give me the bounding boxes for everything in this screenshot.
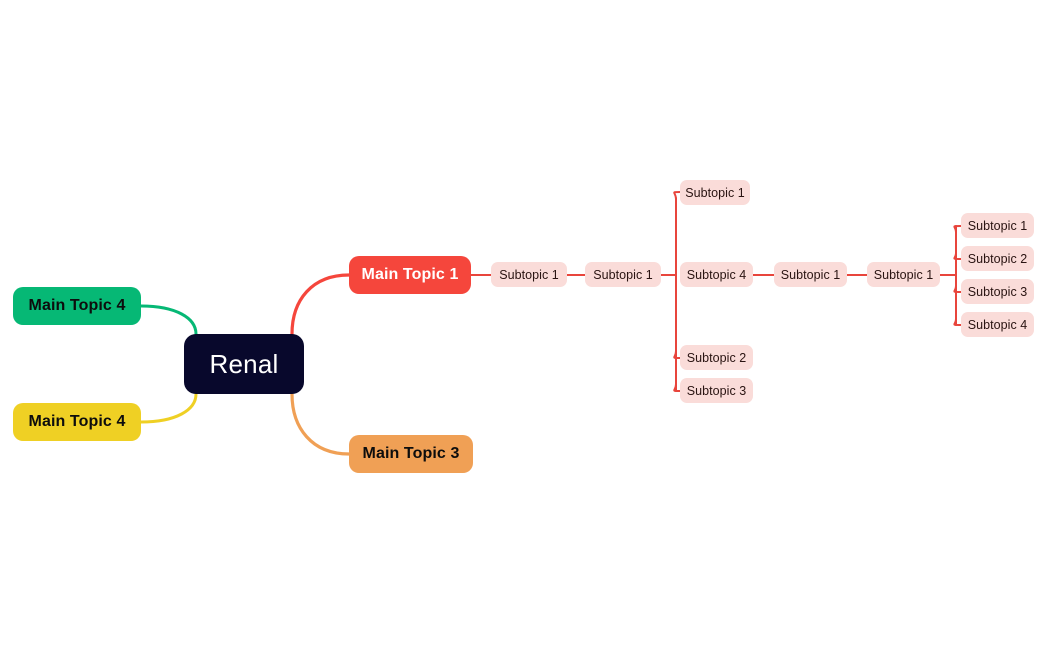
node-label: Main Topic 4	[28, 413, 126, 430]
edge-root-red	[290, 273, 351, 336]
node-label: Subtopic 4	[686, 267, 747, 282]
node-label: Subtopic 1	[873, 267, 934, 282]
edge-root-yellow	[139, 392, 198, 424]
node-sub-b3[interactable]: Subtopic 2	[680, 345, 753, 370]
edge-d1	[953, 225, 962, 233]
node-sub-b2[interactable]: Subtopic 4	[680, 262, 753, 287]
node-label: Subtopic 2	[967, 251, 1028, 266]
node-label: Main Topic 1	[361, 266, 459, 283]
edge-d3	[953, 285, 962, 293]
node-sub-d2[interactable]: Subtopic 2	[961, 246, 1034, 271]
node-label: Renal	[209, 348, 279, 379]
edge-d4	[953, 318, 962, 326]
edge-d2	[953, 252, 962, 260]
node-label: Subtopic 2	[686, 350, 747, 365]
node-sub-a2[interactable]: Subtopic 1	[585, 262, 661, 287]
edge-root-green	[139, 304, 198, 336]
node-sub-a1[interactable]: Subtopic 1	[491, 262, 567, 287]
node-label: Subtopic 3	[967, 284, 1028, 299]
node-main-topic-3-orange[interactable]: Main Topic 3	[349, 435, 473, 473]
node-main-topic-1-red[interactable]: Main Topic 1	[349, 256, 471, 294]
node-label: Main Topic 4	[28, 297, 126, 314]
node-sub-b4[interactable]: Subtopic 3	[680, 378, 753, 403]
node-label: Subtopic 4	[967, 317, 1028, 332]
node-sub-d4[interactable]: Subtopic 4	[961, 312, 1034, 337]
node-sub-d1[interactable]: Subtopic 1	[961, 213, 1034, 238]
node-sub-c1[interactable]: Subtopic 1	[774, 262, 847, 287]
node-sub-b1[interactable]: Subtopic 1	[680, 180, 750, 205]
edge-root-orange	[290, 392, 351, 456]
node-main-topic-4-green[interactable]: Main Topic 4	[13, 287, 141, 325]
node-label: Subtopic 1	[499, 267, 559, 282]
node-label: Main Topic 3	[362, 445, 460, 462]
node-label: Subtopic 1	[593, 267, 653, 282]
node-label: Subtopic 1	[685, 185, 745, 200]
node-label: Subtopic 3	[686, 383, 747, 398]
node-main-topic-4-yellow[interactable]: Main Topic 4	[13, 403, 141, 441]
node-root[interactable]: Renal	[184, 334, 304, 394]
node-sub-c2[interactable]: Subtopic 1	[867, 262, 940, 287]
node-sub-d3[interactable]: Subtopic 3	[961, 279, 1034, 304]
node-label: Subtopic 1	[967, 218, 1028, 233]
node-label: Subtopic 1	[780, 267, 841, 282]
